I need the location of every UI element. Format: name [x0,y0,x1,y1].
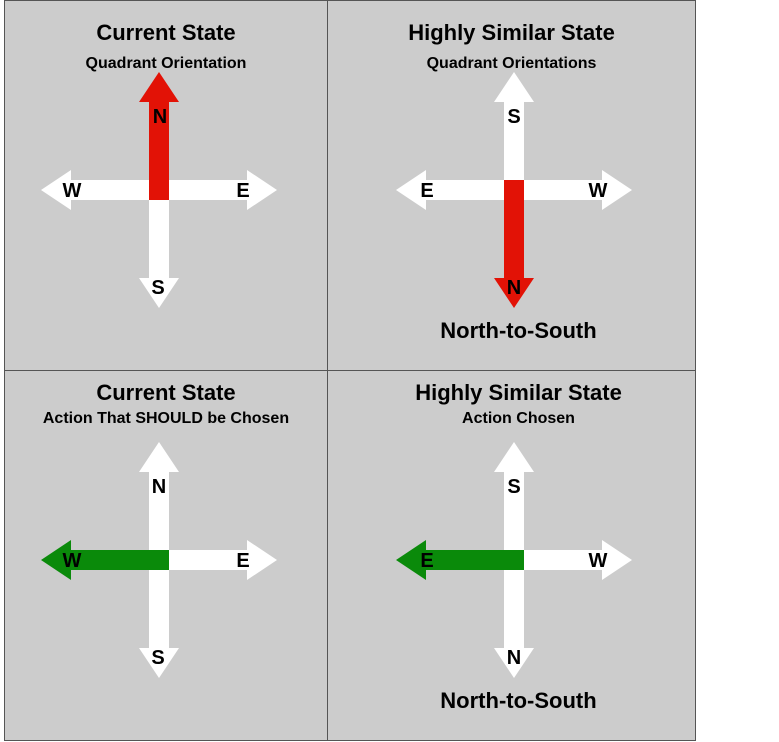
compass-1-arrow-up [139,72,179,200]
panel-2-footer: North-to-South [440,318,597,343]
compass-4-arrow-up [494,442,534,570]
compass-1-arrow-down [139,180,179,308]
compass-3: N E S W [41,442,277,678]
compass-3-arrow-down [139,550,179,678]
panel-3-subtitle: Action That SHOULD be Chosen [42,410,290,427]
compass-4-label-up: S [507,476,520,498]
compass-2-arrow-right [504,170,632,210]
compass-2-arrow-down [494,180,534,308]
compass-2-arrow-up [494,72,534,200]
compass-2-arrow-left [396,170,524,210]
compass-4-label-right: W [589,550,608,572]
compass-2-label-down: N [507,277,521,299]
panel-1-title: Current State [96,20,236,45]
compass-4-arrow-right [504,540,632,580]
panel-1-subtitle: Quadrant Orientation [85,55,247,72]
compass-4: S W N E [396,442,632,678]
compass-2: S W N E [396,72,632,308]
compass-1-label-left: W [63,180,82,202]
compass-4-label-left: E [420,550,433,572]
compass-1: N E S W [41,72,277,308]
compass-1-label-right: E [236,180,249,202]
panel-3-title: Current State [96,380,236,405]
compass-2-label-left: E [420,180,433,202]
compass-1-label-up: N [153,106,167,128]
compass-1-arrow-left [41,170,169,210]
compass-3-label-down: S [151,647,164,669]
compass-2-label-up: S [507,106,520,128]
panel-2-subtitle: Quadrant Orientations [426,55,597,72]
panel-4-footer: North-to-South [440,688,597,713]
compass-1-arrow-right [149,170,277,210]
compass-3-label-right: E [236,550,249,572]
compass-1-label-down: S [151,277,164,299]
compass-2-label-right: W [589,180,608,202]
compass-3-label-left: W [63,550,82,572]
compass-4-label-down: N [507,647,521,669]
compass-4-arrow-down [494,550,534,678]
compass-3-arrow-right [149,540,277,580]
compass-4-arrow-left [396,540,524,580]
compass-3-label-up: N [152,476,166,498]
panel-4-subtitle: Action Chosen [462,410,575,427]
compass-3-arrow-up [139,442,179,570]
horizontal-divider [4,370,696,371]
panel-4-title: Highly Similar State [415,380,622,405]
compass-3-arrow-left [41,540,169,580]
panel-2-title: Highly Similar State [408,20,615,45]
